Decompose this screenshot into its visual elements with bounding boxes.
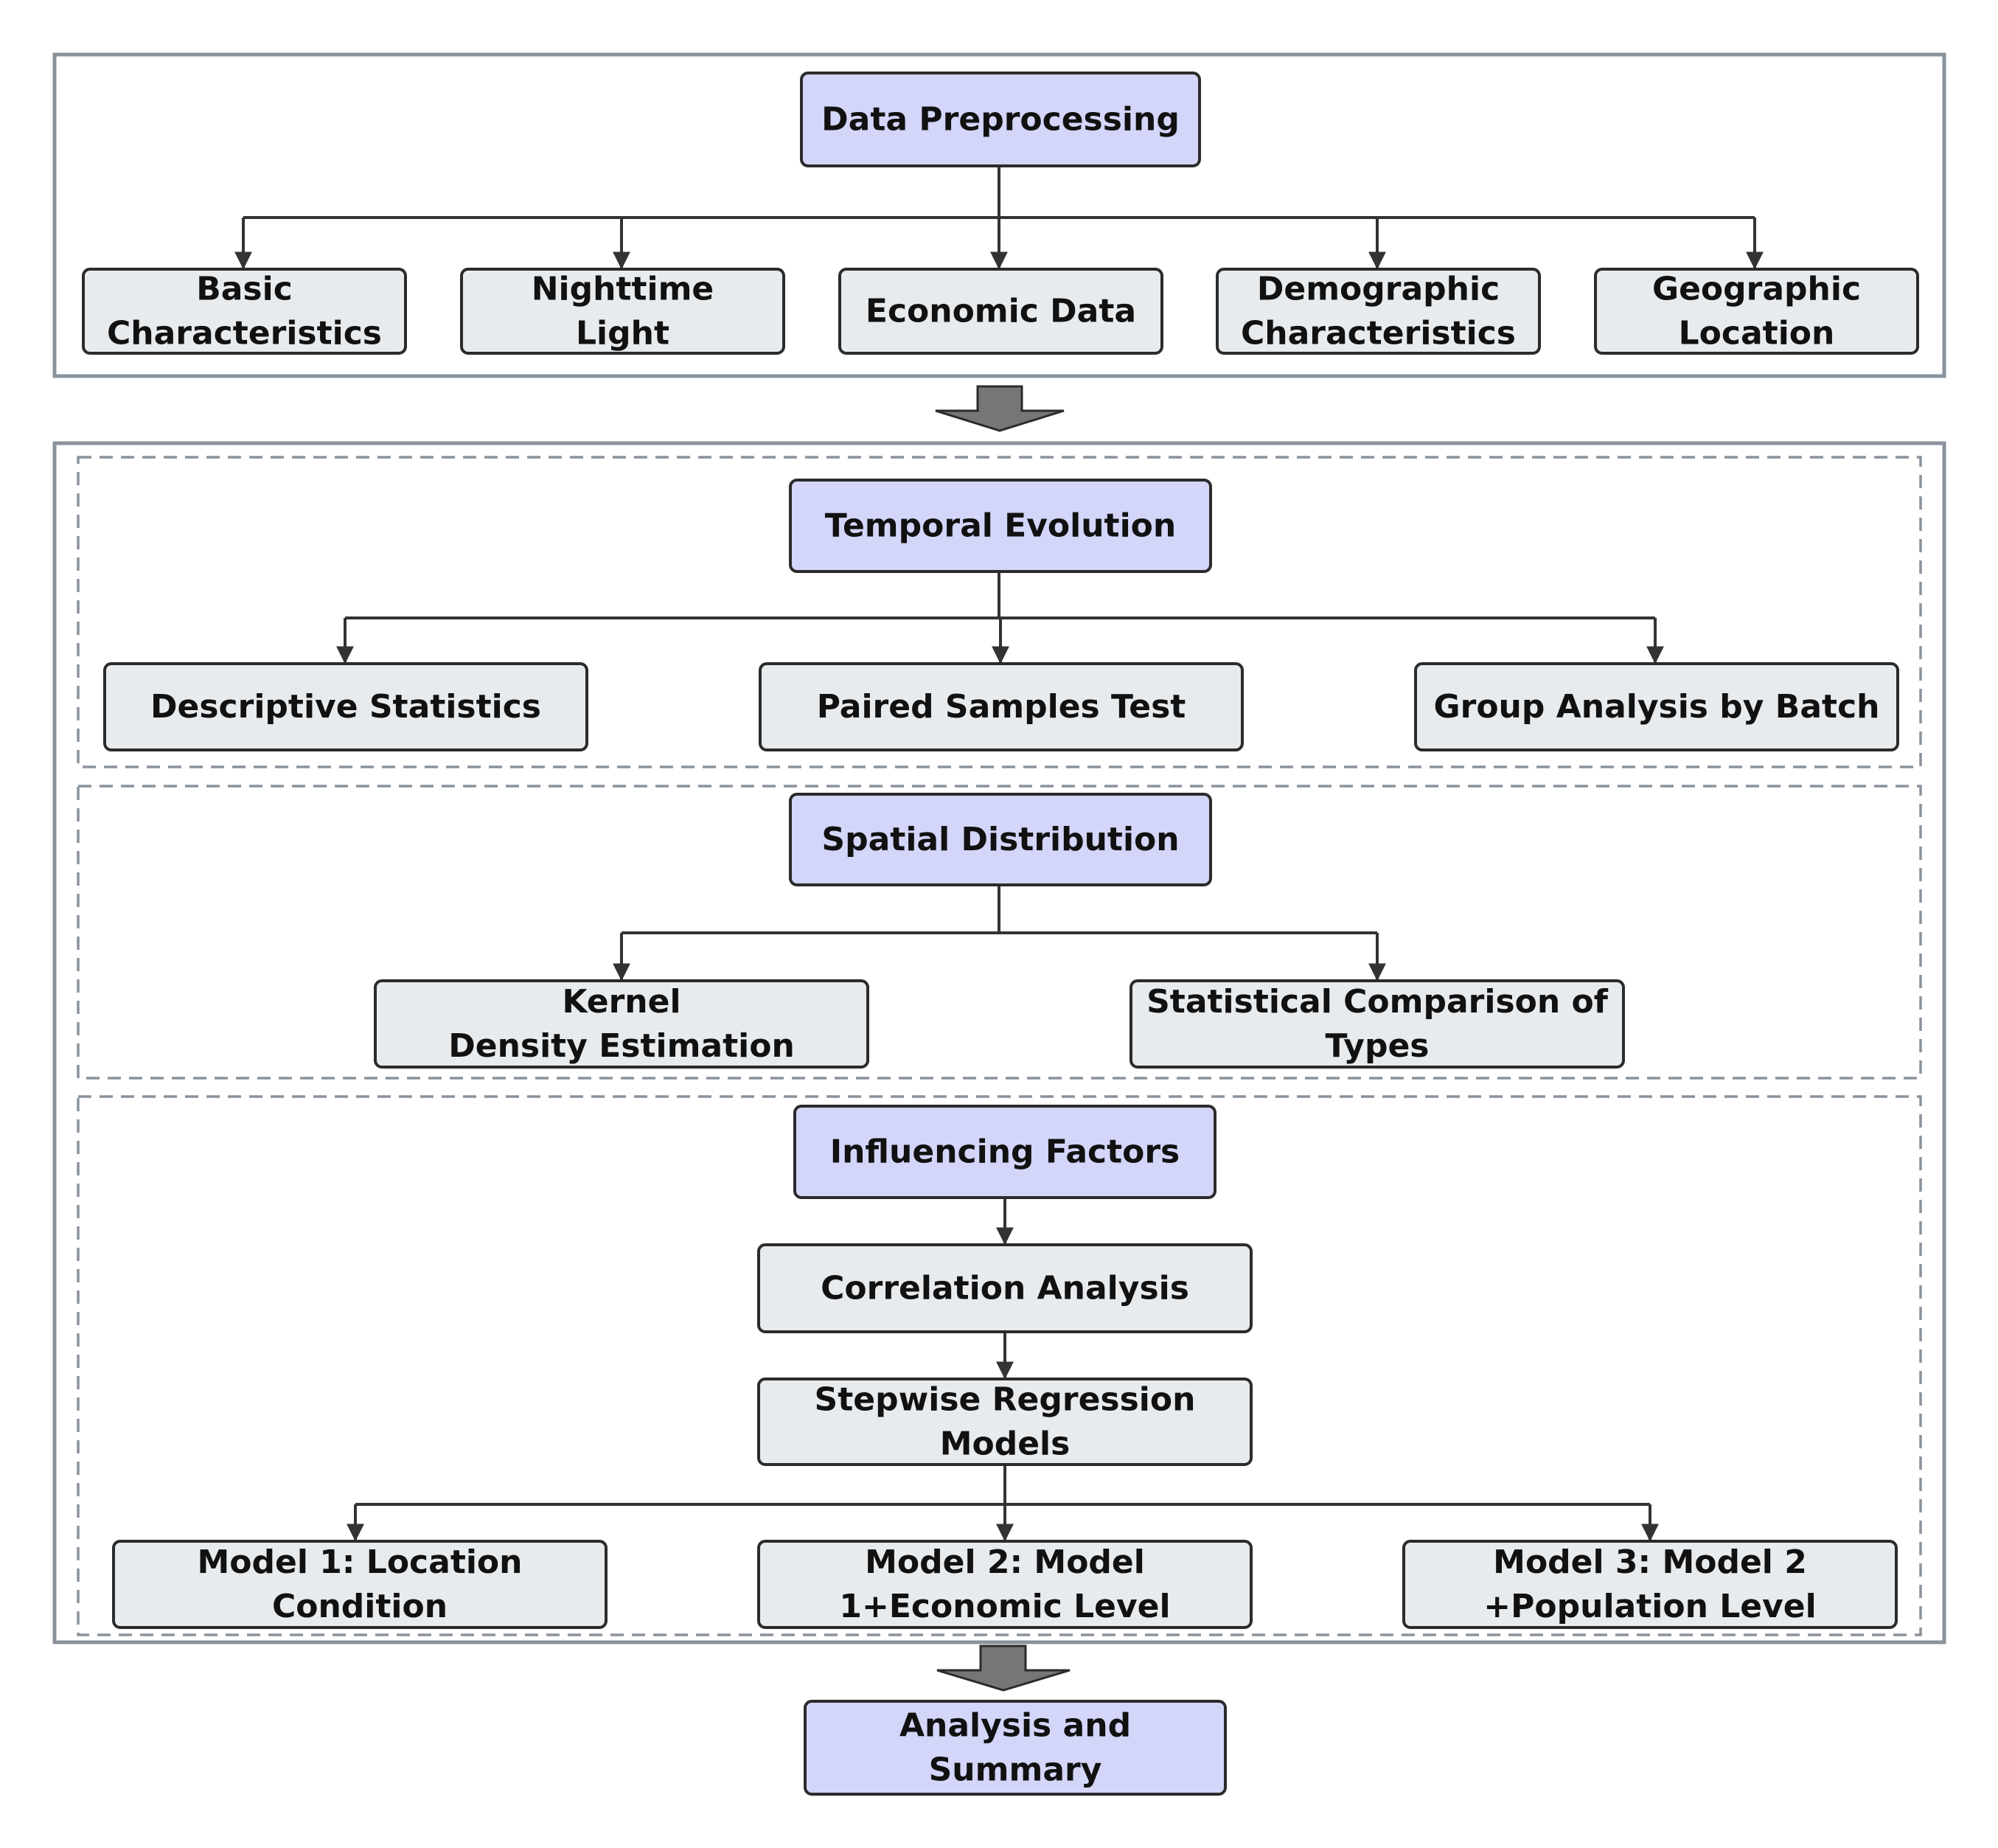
- down-block-arrow-1: [935, 385, 1065, 432]
- statistical-comparison-of-types-node: Statistical Comparison of Types: [1129, 979, 1625, 1069]
- model-2-node: Model 2: Model 1+Economic Level: [757, 1540, 1253, 1629]
- economic-data-node-label-line-1: Economic Data: [866, 293, 1136, 330]
- descriptive-statistics-node-label-line-1: Descriptive Statistics: [150, 688, 541, 726]
- data-preprocessing-node: Data Preprocessing: [800, 72, 1201, 167]
- spatial-distribution-node: Spatial Distribution: [789, 793, 1212, 886]
- model-2-node-label-line-1: Model 2: Model: [865, 1543, 1145, 1581]
- spatial-distribution-group: [77, 785, 1922, 1080]
- statistical-comparison-of-types-node-box: [1129, 979, 1625, 1069]
- influencing-factors-node-label-line-1: Influencing Factors: [830, 1133, 1180, 1171]
- influencing-factors-group: [77, 1095, 1922, 1636]
- statistical-comparison-of-types-node-label-line-1: Statistical Comparison of: [1146, 983, 1609, 1021]
- data-preprocessing-node-label-line-1: Data Preprocessing: [821, 101, 1180, 139]
- spatial-connectors: [613, 885, 1386, 982]
- correlation-analysis-node-label-line-1: Correlation Analysis: [821, 1270, 1189, 1307]
- model-1-node-label-line-1: Model 1: Location: [198, 1543, 523, 1581]
- temporal-evolution-node-box: [789, 479, 1212, 573]
- geographic-location-node-label-line-2: Location: [1679, 315, 1835, 352]
- correlation-analysis-node: Correlation Analysis: [757, 1243, 1253, 1333]
- basic-characteristics-node-label-line-1: Basic: [196, 271, 293, 308]
- demographic-characteristics-node-label-line-2: Characteristics: [1241, 315, 1516, 352]
- kernel-density-estimation-node-label-line-1: Kernel: [562, 983, 680, 1021]
- correlation-analysis-node-box: [757, 1243, 1253, 1333]
- descriptive-statistics-node-box: [103, 662, 588, 751]
- influencing-factors-node: Influencing Factors: [793, 1105, 1216, 1199]
- model-3-node-label-line-2: +Population Level: [1483, 1588, 1816, 1625]
- model-3-node-label-line-1: Model 3: Model 2: [1493, 1543, 1807, 1581]
- economic-data-node-box: [838, 268, 1163, 355]
- spatial-distribution-node-label-line-1: Spatial Distribution: [821, 821, 1179, 858]
- stepwise-regression-models-node-label-line-2: Models: [940, 1425, 1071, 1463]
- economic-data-node: Economic Data: [838, 268, 1163, 355]
- kernel-density-estimation-node-label-line-2: Density Estimation: [448, 1027, 795, 1065]
- basic-characteristics-node-label-line-2: Characteristics: [107, 315, 382, 352]
- data-preprocessing-node-box: [800, 72, 1201, 167]
- group-analysis-by-batch-node-label-line-1: Group Analysis by Batch: [1434, 688, 1880, 726]
- analysis-and-summary-node-label-line-2: Summary: [929, 1751, 1102, 1789]
- geographic-location-node-label-line-1: Geographic: [1652, 271, 1861, 308]
- model-3-node-box: [1402, 1540, 1898, 1629]
- stepwise-regression-models-node-box: [757, 1378, 1253, 1466]
- stepwise-regression-models-node-label-line-1: Stepwise Regression: [815, 1381, 1196, 1419]
- paired-samples-test-node: Paired Samples Test: [759, 662, 1244, 751]
- nighttime-light-node-label-line-1: Nighttime: [532, 271, 714, 308]
- kernel-density-estimation-node-box: [374, 979, 869, 1069]
- model-1-node-label-line-2: Condition: [272, 1588, 448, 1625]
- nighttime-light-node-label-line-2: Light: [576, 315, 669, 352]
- model-3-node: Model 3: Model 2 +Population Level: [1402, 1540, 1898, 1629]
- temporal-connectors: [336, 572, 1664, 664]
- spatial-distribution-node-box: [789, 793, 1212, 886]
- descriptive-statistics-node: Descriptive Statistics: [103, 662, 588, 751]
- model-2-node-box: [757, 1540, 1253, 1629]
- paired-samples-test-node-box: [759, 662, 1244, 751]
- influencing-connectors: [347, 1198, 1659, 1542]
- model-2-node-label-line-2: 1+Economic Level: [839, 1588, 1170, 1625]
- demographic-characteristics-node-box: [1216, 268, 1541, 355]
- paired-samples-test-node-label-line-1: Paired Samples Test: [817, 688, 1186, 726]
- group-analysis-by-batch-node: Group Analysis by Batch: [1414, 662, 1899, 751]
- temporal-evolution-node-label-line-1: Temporal Evolution: [825, 507, 1176, 545]
- temporal-evolution-group: [77, 456, 1922, 768]
- basic-characteristics-node-box: [82, 268, 407, 355]
- influencing-factors-node-box: [793, 1105, 1216, 1199]
- geographic-location-node-box: [1594, 268, 1919, 355]
- analysis-and-summary-node-label-line-1: Analysis and: [899, 1707, 1131, 1745]
- preprocessing-connectors: [234, 166, 1764, 270]
- model-1-node-box: [112, 1540, 608, 1629]
- statistical-comparison-of-types-node-label-line-2: Types: [1325, 1027, 1429, 1065]
- group-analysis-by-batch-node-box: [1414, 662, 1899, 751]
- analysis-and-summary-node-box: [804, 1700, 1227, 1796]
- nighttime-light-node-box: [460, 268, 785, 355]
- temporal-evolution-node: Temporal Evolution: [789, 479, 1212, 573]
- down-block-arrow-2: [936, 1644, 1071, 1692]
- demographic-characteristics-node-label-line-1: Demographic: [1257, 271, 1500, 308]
